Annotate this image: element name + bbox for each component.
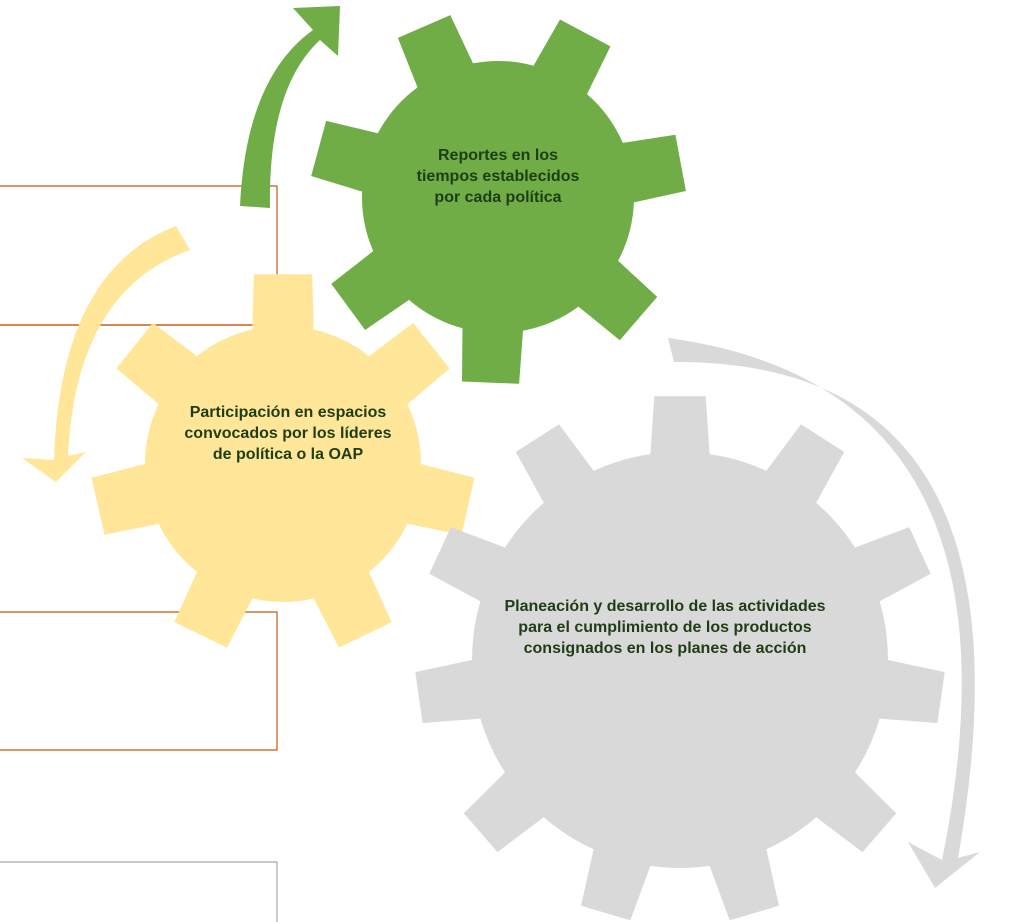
gear-green <box>311 15 686 384</box>
arrow-yellow <box>22 226 190 482</box>
arrow-gray <box>668 338 980 888</box>
background-boxes <box>0 185 278 922</box>
box-lower <box>0 611 278 751</box>
gear-label-reportes: Reportes en los tiempos establecidos por… <box>416 147 580 206</box>
box-bottom <box>0 861 278 922</box>
gear-label-participacion: Participación en espacios convocados por… <box>184 404 392 463</box>
gear-label-planeacion: Planeación y desarrollo de las actividad… <box>504 598 826 657</box>
gear-yellow <box>91 274 475 648</box>
gear-gray <box>415 396 945 921</box>
arrow-green <box>240 6 340 208</box>
